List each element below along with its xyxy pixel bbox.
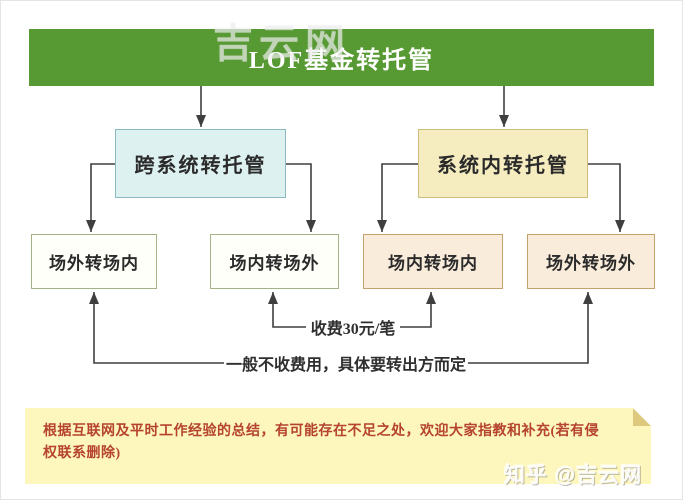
note-fold-cut: [633, 408, 651, 426]
disclaimer-note: 根据互联网及平时工作经验的总结，有可能存在不足之处，欢迎大家指教和补充(若有侵权…: [25, 408, 651, 484]
disclaimer-text: 根据互联网及平时工作经验的总结，有可能存在不足之处，欢迎大家指教和补充(若有侵权…: [43, 424, 600, 461]
diagram-title: LOF基金转托管: [248, 48, 435, 74]
node-label: 场内转场内: [388, 254, 478, 273]
node-otc-to-otc: 场外转场外: [527, 234, 655, 289]
site-watermark: 吉云网: [213, 22, 351, 66]
node-floor-to-otc: 场内转场外: [210, 234, 339, 289]
node-label: 系统内转托管: [437, 155, 569, 177]
node-otc-to-floor: 场外转场内: [31, 234, 157, 289]
free-annotation: 一般不收费用，具体要转出方而定: [223, 351, 469, 375]
zhihu-watermark: 知乎 @吉云网: [504, 464, 643, 487]
node-floor-to-floor: 场内转场内: [363, 234, 503, 289]
node-label: 场内转场外: [229, 254, 320, 273]
node-label: 场外转场内: [49, 254, 139, 273]
node-label: 场外转场外: [546, 254, 636, 273]
node-cross-system-transfer: 跨系统转托管: [115, 129, 286, 198]
title-banner: LOF基金转托管: [29, 29, 654, 86]
fee-annotation: 收费30元/笔: [308, 315, 398, 339]
node-label: 跨系统转托管: [134, 155, 267, 177]
node-in-system-transfer: 系统内转托管: [418, 129, 588, 198]
